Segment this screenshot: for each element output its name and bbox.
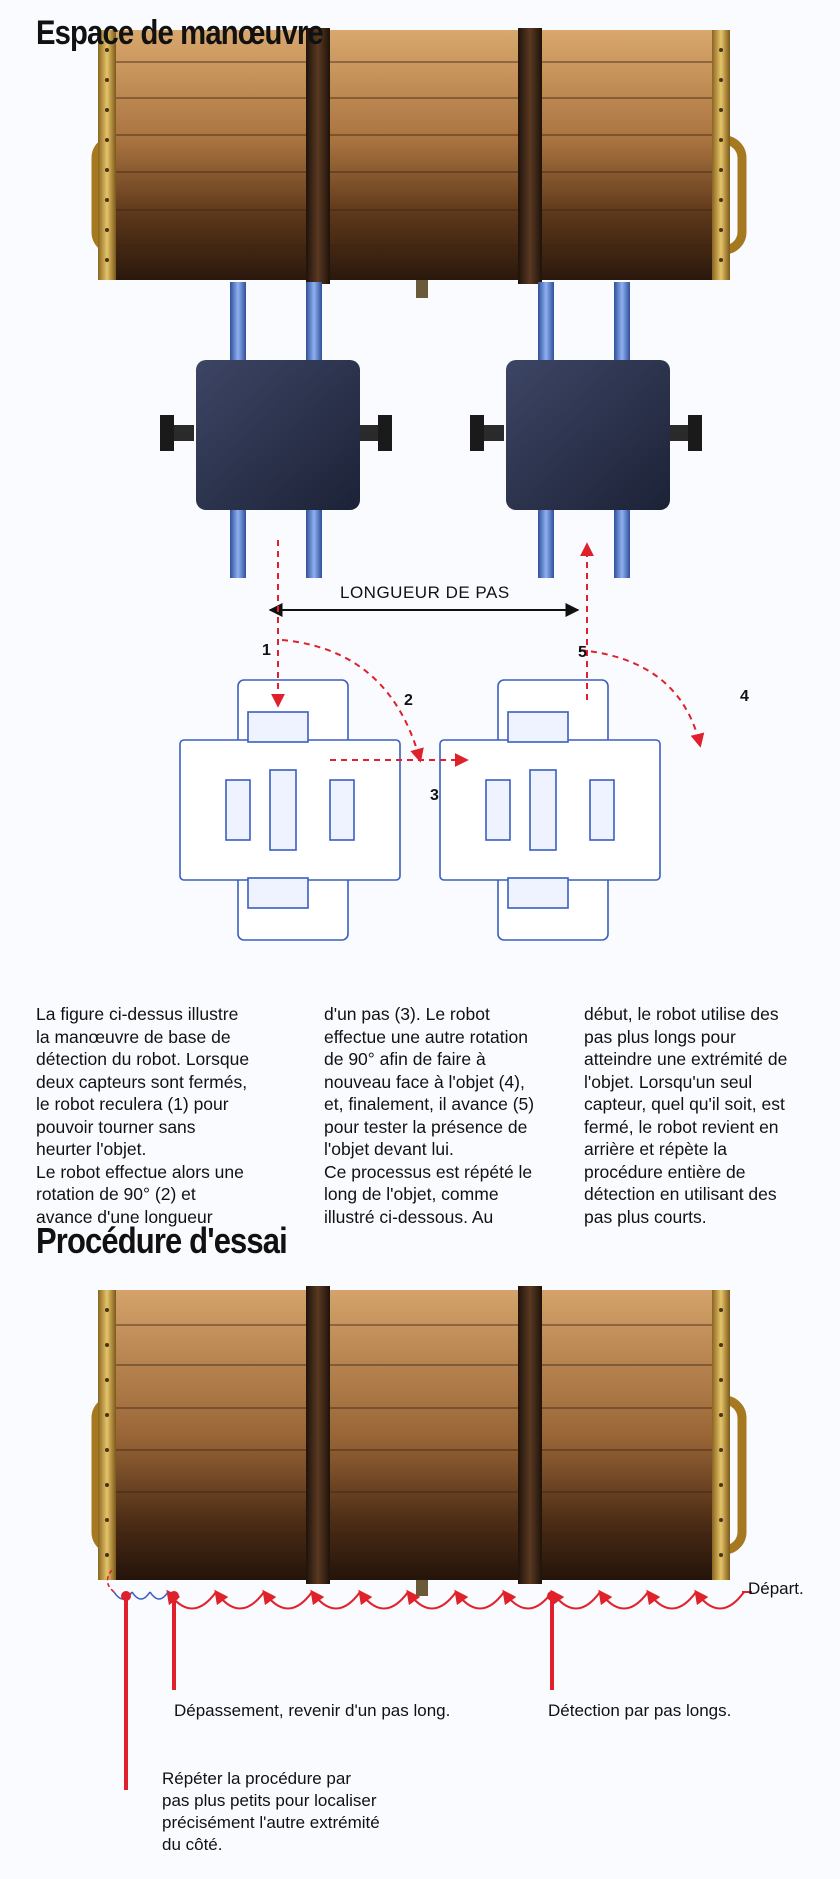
caption-col1-text-b: Le robot effectue alors une rotation de … — [36, 1161, 244, 1227]
step-label-2: 2 — [404, 692, 413, 709]
robot-left — [160, 282, 392, 578]
pointer-lines — [124, 1598, 554, 1790]
robot-right — [470, 282, 702, 578]
label-repeat-procedure: Répéter la procédure par pas plus petits… — [162, 1769, 380, 1854]
step-label-3: 3 — [430, 787, 439, 804]
barrel-top — [91, 28, 747, 298]
step-label-5: 5 — [578, 644, 587, 661]
manoeuvre-path — [271, 540, 705, 767]
barrel-bottom — [91, 1286, 747, 1596]
label-long-steps: Détection par pas longs. — [548, 1701, 732, 1720]
label-overshoot: Dépassement, revenir d'un pas long. — [174, 1701, 451, 1720]
caption-column-1: La figure ci-dessus illustre la manœuvre… — [36, 1003, 251, 1228]
caption-col2-text-b: Ce processus est répété le long de l'obj… — [324, 1161, 533, 1227]
caption-col3-text: début, le robot utilise des pas plus lon… — [584, 1004, 788, 1227]
long-step-arcs — [166, 1589, 745, 1610]
label-depart: Départ. — [748, 1579, 804, 1598]
title-test-procedure: Procédure d'essai — [36, 1220, 288, 1261]
pointer-dots — [121, 1591, 557, 1601]
caption-col1-text: La figure ci-dessus illustre la manœuvre… — [36, 1004, 250, 1159]
title-maneuver-space: Espace de manœuvre — [36, 14, 324, 52]
caption-column-3: début, le robot utilise des pas plus lon… — [584, 1003, 799, 1228]
ghost-robot-2 — [439, 679, 661, 941]
caption-col2-text: d'un pas (3). Le robot effectue une autr… — [324, 1004, 535, 1159]
return-dashed-arc — [106, 1569, 115, 1593]
caption-column-2: d'un pas (3). Le robot effectue une autr… — [324, 1003, 539, 1228]
ghost-robot-1 — [179, 679, 401, 941]
step-length-label: LONGUEUR DE PAS — [340, 583, 510, 602]
step-label-4: 4 — [740, 688, 749, 705]
step-label-1: 1 — [262, 642, 271, 659]
